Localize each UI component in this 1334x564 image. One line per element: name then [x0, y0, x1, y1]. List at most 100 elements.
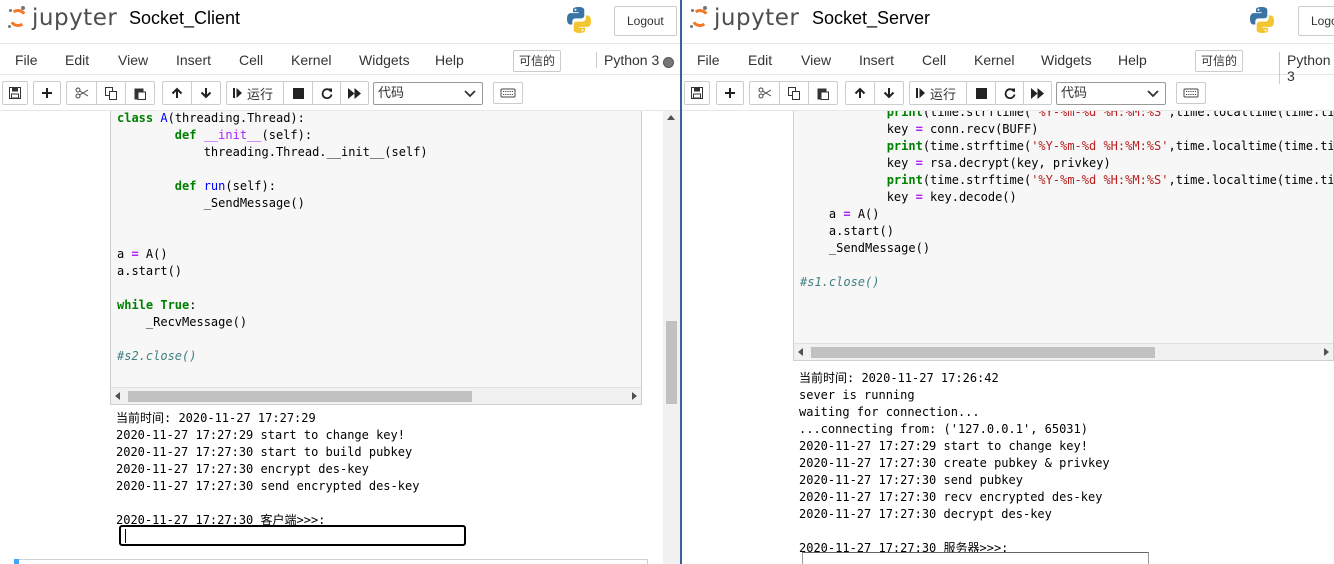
- code-line[interactable]: key = key.decode(): [800, 190, 1017, 204]
- stdin-input[interactable]: [802, 552, 1149, 564]
- window-divider: [680, 0, 682, 564]
- copy-button[interactable]: [96, 81, 126, 105]
- menu-view[interactable]: View: [801, 52, 832, 68]
- logout-button[interactable]: Logout: [614, 6, 677, 36]
- menu-edit[interactable]: Edit: [65, 52, 90, 68]
- notebook-name[interactable]: Socket_Client: [129, 8, 241, 28]
- code-line[interactable]: _RecvMessage(): [117, 315, 247, 329]
- jupyter-logo[interactable]: jupyter: [689, 5, 799, 31]
- code-line[interactable]: print(time.strftime('%Y-%m-%d %H:%M:%S',…: [800, 111, 1333, 119]
- logout-button[interactable]: Logout: [1298, 6, 1334, 36]
- code-line[interactable]: def __init__(self):: [117, 128, 312, 142]
- code-editor[interactable]: print(time.strftime('%Y-%m-%d %H:%M:%S',…: [800, 111, 1333, 291]
- paste-button[interactable]: [125, 81, 155, 105]
- cell-type-select[interactable]: 代码: [1056, 82, 1166, 105]
- code-line[interactable]: key = rsa.decrypt(key, privkey): [800, 156, 1111, 170]
- output-line: 2020-11-27 17:27:30 decrypt des-key: [799, 507, 1052, 521]
- jupyter-logo[interactable]: jupyter: [7, 5, 117, 31]
- insert-cell-button[interactable]: [716, 81, 744, 105]
- scroll-right-icon[interactable]: [632, 392, 637, 400]
- scroll-up-icon[interactable]: [667, 115, 675, 120]
- restart-run-all-button[interactable]: [340, 81, 369, 105]
- code-line[interactable]: a = A(): [800, 207, 880, 221]
- restart-kernel-button[interactable]: [312, 81, 341, 105]
- insert-cell-button[interactable]: [33, 81, 61, 105]
- run-button[interactable]: 运行: [226, 81, 284, 105]
- next-cell[interactable]: [14, 559, 648, 564]
- paste-button[interactable]: [808, 81, 838, 105]
- scroll-left-icon[interactable]: [115, 392, 120, 400]
- scroll-left-icon[interactable]: [798, 348, 803, 356]
- command-palette-button[interactable]: [1176, 82, 1206, 104]
- cut-button[interactable]: [749, 81, 780, 105]
- menu-kernel[interactable]: Kernel: [291, 52, 332, 68]
- menu-help[interactable]: Help: [1118, 52, 1147, 68]
- code-cell[interactable]: print(time.strftime('%Y-%m-%d %H:%M:%S',…: [793, 111, 1334, 361]
- trusted-badge[interactable]: 可信的: [1195, 50, 1244, 72]
- code-token: #s1.close(): [800, 275, 880, 289]
- command-palette-button[interactable]: [493, 82, 523, 104]
- code-cell[interactable]: class A(threading.Thread): def __init__(…: [110, 111, 642, 405]
- page-vertical-scrollbar[interactable]: [663, 111, 680, 564]
- restart-kernel-button[interactable]: [995, 81, 1024, 105]
- notebook-name[interactable]: Socket_Server: [812, 8, 931, 28]
- menu-cell[interactable]: Cell: [922, 52, 947, 68]
- code-line[interactable]: class A(threading.Thread):: [117, 111, 305, 125]
- save-button[interactable]: [2, 81, 28, 105]
- notebook-content[interactable]: class A(threading.Thread): def __init__(…: [0, 111, 680, 564]
- code-line[interactable]: def run(self):: [117, 179, 276, 193]
- code-line[interactable]: while True:: [117, 298, 197, 312]
- code-horizontal-scrollbar[interactable]: [794, 343, 1333, 360]
- output-line: 2020-11-27 17:27:30 send encrypted des-k…: [116, 479, 420, 493]
- output-line: 2020-11-27 17:27:30 start to build pubke…: [116, 445, 413, 459]
- cell-output: 当前时间: 2020-11-27 17:27:29 2020-11-27 17:…: [116, 410, 419, 529]
- restart-run-all-button[interactable]: [1023, 81, 1052, 105]
- notebook-content[interactable]: print(time.strftime('%Y-%m-%d %H:%M:%S',…: [682, 111, 1334, 564]
- scroll-right-icon[interactable]: [1324, 348, 1329, 356]
- code-line[interactable]: a = A(): [117, 247, 168, 261]
- code-token: =: [843, 207, 851, 221]
- menu-help[interactable]: Help: [435, 52, 464, 68]
- save-button[interactable]: [684, 81, 710, 105]
- code-line[interactable]: print(time.strftime('%Y-%m-%d %H:%M:%S',…: [800, 173, 1333, 187]
- cell-type-select[interactable]: 代码: [373, 82, 483, 105]
- menu-widgets[interactable]: Widgets: [359, 52, 410, 68]
- menu-kernel[interactable]: Kernel: [974, 52, 1015, 68]
- trusted-badge[interactable]: 可信的: [513, 50, 562, 72]
- code-line[interactable]: print(time.strftime('%Y-%m-%d %H:%M:%S',…: [800, 139, 1333, 153]
- code-line[interactable]: #s2.close(): [117, 349, 196, 363]
- run-button[interactable]: 运行: [909, 81, 967, 105]
- menu-widgets[interactable]: Widgets: [1041, 52, 1092, 68]
- scrollbar-thumb[interactable]: [128, 391, 472, 402]
- move-up-button[interactable]: [162, 81, 192, 105]
- code-editor[interactable]: class A(threading.Thread): def __init__(…: [117, 111, 428, 365]
- code-line[interactable]: a.start(): [117, 264, 182, 278]
- code-line[interactable]: a.start(): [800, 224, 894, 238]
- code-line[interactable]: key = conn.recv(BUFF): [800, 122, 1039, 136]
- move-up-button[interactable]: [845, 81, 875, 105]
- menu-file[interactable]: File: [697, 52, 720, 68]
- menu-file[interactable]: File: [15, 52, 38, 68]
- menu-view[interactable]: View: [118, 52, 149, 68]
- code-line[interactable]: #s1.close(): [800, 275, 879, 289]
- cut-button[interactable]: [66, 81, 97, 105]
- menu-edit[interactable]: Edit: [748, 52, 773, 68]
- stdin-input[interactable]: [119, 525, 466, 546]
- menu-insert[interactable]: Insert: [176, 52, 212, 68]
- code-line[interactable]: _SendMessage(): [800, 241, 930, 255]
- move-down-button[interactable]: [191, 81, 221, 105]
- menu-insert[interactable]: Insert: [859, 52, 895, 68]
- code-line[interactable]: _SendMessage(): [117, 196, 305, 210]
- toolbar: 运行 代码: [682, 75, 1334, 111]
- interrupt-kernel-button[interactable]: [283, 81, 313, 105]
- scrollbar-thumb[interactable]: [811, 347, 1155, 358]
- scrollbar-thumb[interactable]: [666, 321, 677, 404]
- move-down-button[interactable]: [874, 81, 904, 105]
- code-line[interactable]: threading.Thread.__init__(self): [117, 145, 428, 159]
- copy-button[interactable]: [779, 81, 809, 105]
- code-horizontal-scrollbar[interactable]: [111, 387, 641, 404]
- menu-cell[interactable]: Cell: [239, 52, 264, 68]
- python-logo-icon: [1250, 7, 1274, 33]
- interrupt-kernel-button[interactable]: [966, 81, 996, 105]
- fast-forward-icon: [347, 87, 361, 99]
